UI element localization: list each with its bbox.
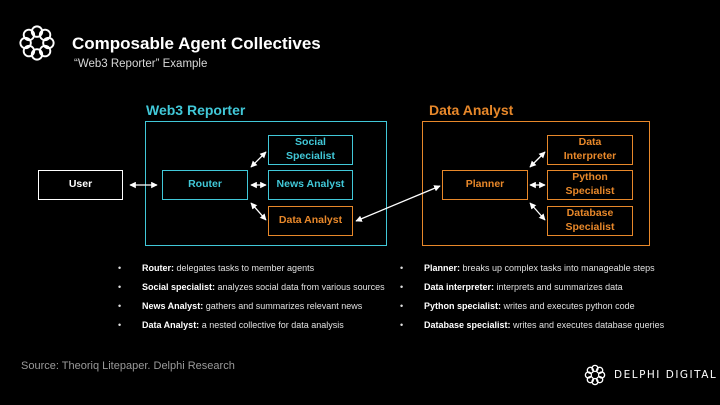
arrow-router-social — [250, 151, 267, 168]
python-specialist-label-line2: Specialist — [565, 185, 615, 197]
database-specialist-label-line1: Database — [566, 207, 614, 220]
database-specialist-label-line2: Specialist — [565, 221, 615, 233]
database-specialist-node: Database Specialist — [547, 206, 633, 236]
arrow-data-analyst-planner — [355, 185, 441, 222]
bullet-item: •Router: delegates tasks to member agent… — [118, 263, 315, 273]
page-title: Composable Agent Collectives — [72, 34, 321, 53]
bullets-right: •Planner: breaks up complex tasks into m… — [400, 259, 665, 335]
data-interpreter-label-line1: Data — [578, 136, 602, 149]
arrow-planner-interpreter — [529, 151, 546, 168]
brand-name: DELPHI DIGITAL — [614, 369, 718, 381]
social-specialist-label-line1: Social — [295, 136, 326, 149]
social-specialist-label-line2: Specialist — [285, 150, 336, 162]
data-interpreter-label-line2: Interpreter — [563, 150, 617, 162]
planner-label: Planner — [465, 178, 505, 191]
page-subtitle: “Web3 Reporter” Example — [74, 58, 208, 70]
bullet-item: •News Analyst: gathers and summarizes re… — [118, 301, 363, 311]
bullets-left: •Router: delegates tasks to member agent… — [118, 259, 385, 335]
data-analyst-group-label: Data Analyst — [429, 102, 514, 118]
router-node-label: Router — [188, 178, 222, 191]
router-node: Router — [162, 170, 248, 200]
delphi-logo-icon — [19, 25, 55, 61]
arrow-router-data-analyst — [250, 202, 267, 221]
bullet-item: •Social specialist: analyzes social data… — [118, 282, 385, 292]
data-analyst-group — [422, 121, 650, 246]
python-specialist-label-line1: Python — [572, 171, 608, 184]
arrow-planner-database — [529, 202, 546, 221]
user-node-label: User — [68, 178, 93, 191]
brand-footer: DELPHI DIGITAL — [584, 364, 717, 386]
data-interpreter-node: Data Interpreter — [547, 135, 633, 165]
news-analyst-label: News Analyst — [276, 178, 345, 191]
bullet-item: •Data interpreter: interprets and summar… — [400, 282, 623, 292]
planner-node: Planner — [442, 170, 528, 200]
data-analyst-label: Data Analyst — [278, 214, 343, 227]
news-analyst-node: News Analyst — [268, 170, 353, 200]
bullet-item: •Data Analyst: a nested collective for d… — [118, 320, 344, 330]
source-note: Source: Theoriq Litepaper. Delphi Resear… — [21, 360, 235, 372]
web3-reporter-label: Web3 Reporter — [146, 102, 246, 118]
user-node: User — [38, 170, 123, 200]
data-analyst-node: Data Analyst — [268, 206, 353, 236]
delphi-knot-icon — [584, 364, 606, 386]
python-specialist-node: Python Specialist — [547, 170, 633, 200]
bullet-item: •Python specialist: writes and executes … — [400, 301, 635, 311]
bullet-item: •Database specialist: writes and execute… — [400, 320, 665, 330]
bullet-item: •Planner: breaks up complex tasks into m… — [400, 263, 655, 273]
social-specialist-node: Social Specialist — [268, 135, 353, 165]
